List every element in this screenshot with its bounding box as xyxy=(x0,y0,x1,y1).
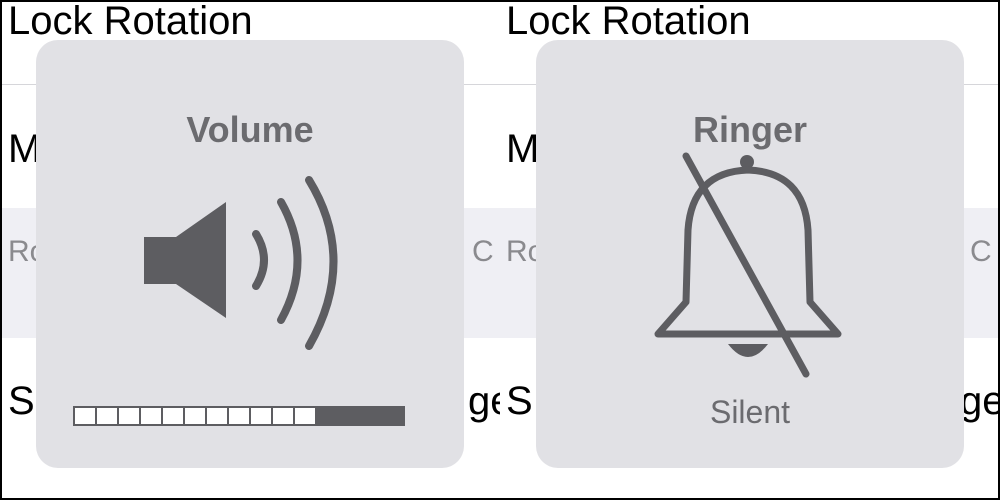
speaker-icon xyxy=(144,176,338,350)
volume-segment xyxy=(249,406,273,426)
lock-rotation-label-right: Lock Rotation xyxy=(506,2,751,43)
left-panel: Lock Rotation M Ro C S ge Volume xyxy=(2,2,500,498)
band-fragment-right: C xyxy=(472,235,494,268)
row-fragment-ge: ge xyxy=(468,379,500,423)
volume-title: Volume xyxy=(186,109,314,150)
volume-segment xyxy=(73,406,97,426)
volume-segment xyxy=(381,406,405,426)
volume-segment xyxy=(315,406,339,426)
volume-segment xyxy=(95,406,119,426)
row-fragment-m: M xyxy=(8,127,42,171)
volume-segment xyxy=(117,406,141,426)
band-fragment-right: C xyxy=(970,235,992,268)
volume-segment xyxy=(359,406,383,426)
volume-segment xyxy=(227,406,251,426)
lock-rotation-label: Lock Rotation xyxy=(8,2,253,43)
volume-segment xyxy=(271,406,295,426)
row-fragment-s: S xyxy=(506,379,533,423)
bell-slash-icon xyxy=(654,152,842,378)
row-fragment-s: S xyxy=(8,379,35,423)
volume-hud: Volume xyxy=(36,40,464,468)
volume-segment xyxy=(205,406,229,426)
row-fragment-ge: ge xyxy=(960,379,998,423)
right-panel: Lock Rotation M Ro C S ge Ringer Silent xyxy=(500,2,998,498)
volume-segment xyxy=(293,406,317,426)
row-fragment-m: M xyxy=(506,127,540,171)
volume-segment xyxy=(183,406,207,426)
volume-segment xyxy=(139,406,163,426)
ringer-status: Silent xyxy=(709,394,791,430)
ringer-title: Ringer xyxy=(692,109,807,150)
volume-level-bar xyxy=(73,406,405,426)
volume-segment xyxy=(337,406,361,426)
ringer-hud: Ringer Silent xyxy=(536,40,964,468)
volume-segment xyxy=(161,406,185,426)
